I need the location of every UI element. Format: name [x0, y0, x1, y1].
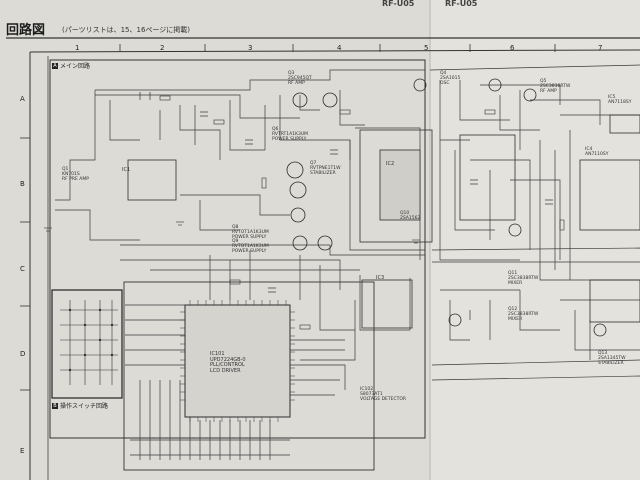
main-circuit-letter: A — [52, 62, 58, 69]
switch-circuit-name: 操作スイッチ回路 — [60, 403, 109, 410]
part-label: Q11 2SC3838RTW MIXER — [508, 271, 539, 286]
column-label: 7 — [598, 44, 603, 52]
part-label: Q5 2SC3838RTW RF AMP — [540, 79, 571, 94]
part-label: IC4 AN7110SY — [585, 147, 609, 157]
column-label: 3 — [248, 44, 253, 52]
part-label: Q6 RVTRT1A1K3UM POWER SUPPLY — [272, 127, 309, 142]
row-label: A — [20, 95, 25, 103]
model-number-right: RF-U05 — [445, 0, 478, 8]
part-label: Q3 2SC945QT RF AMP — [288, 71, 312, 86]
column-label: 6 — [510, 44, 515, 52]
parts-list-note: (パーツリストは、15、16ページに掲載) — [62, 26, 190, 34]
row-label: C — [20, 265, 25, 273]
column-label: 2 — [160, 44, 165, 52]
row-label: E — [20, 447, 25, 455]
part-label: IC5 AN7118SY — [608, 95, 632, 105]
row-label: D — [20, 350, 26, 358]
part-label: Q10 2SA1562 — [400, 211, 421, 221]
part-label: Q12 2SC3838RTW MIXER — [508, 307, 539, 322]
column-label: 5 — [424, 44, 429, 52]
part-label: Q8 RVTOT1A1K3UM POWER SUPPLY — [232, 225, 269, 240]
part-label: Q7 RVTPNE1T1W STABILIZER — [310, 161, 341, 176]
column-label: 1 — [75, 44, 80, 52]
switch-circuit-label: B 操作スイッチ回路 — [52, 401, 108, 410]
switch-circuit-letter: B — [52, 402, 58, 409]
part-label: IC2 — [386, 161, 395, 167]
model-number-left: RF-U05 — [382, 0, 415, 8]
column-label: 4 — [337, 44, 342, 52]
part-label: IC102 S8073AT1 VOLTAGE DETECTOR — [360, 387, 407, 402]
part-label: IC3 — [376, 275, 385, 281]
page-title: 回路図 — [6, 23, 46, 38]
main-circuit-label: A メイン回路 — [52, 61, 90, 70]
part-label: Q1 KN701S RF PRE AMP — [62, 167, 89, 182]
main-ic-label: IC101 UPD7224GB-0 PLL/CONTROL LCD DRIVER — [210, 351, 246, 374]
part-label: Q9 RVTOT1A1K3UM POWER SUPPLY — [232, 239, 269, 254]
part-label: Q4 2SA1015 OSC — [440, 71, 461, 86]
part-label: IC1 — [122, 167, 131, 173]
row-label: B — [20, 180, 25, 188]
part-label: Q13 2SA1345TW STABILIZER — [598, 351, 626, 366]
main-circuit-name: メイン回路 — [60, 63, 91, 70]
